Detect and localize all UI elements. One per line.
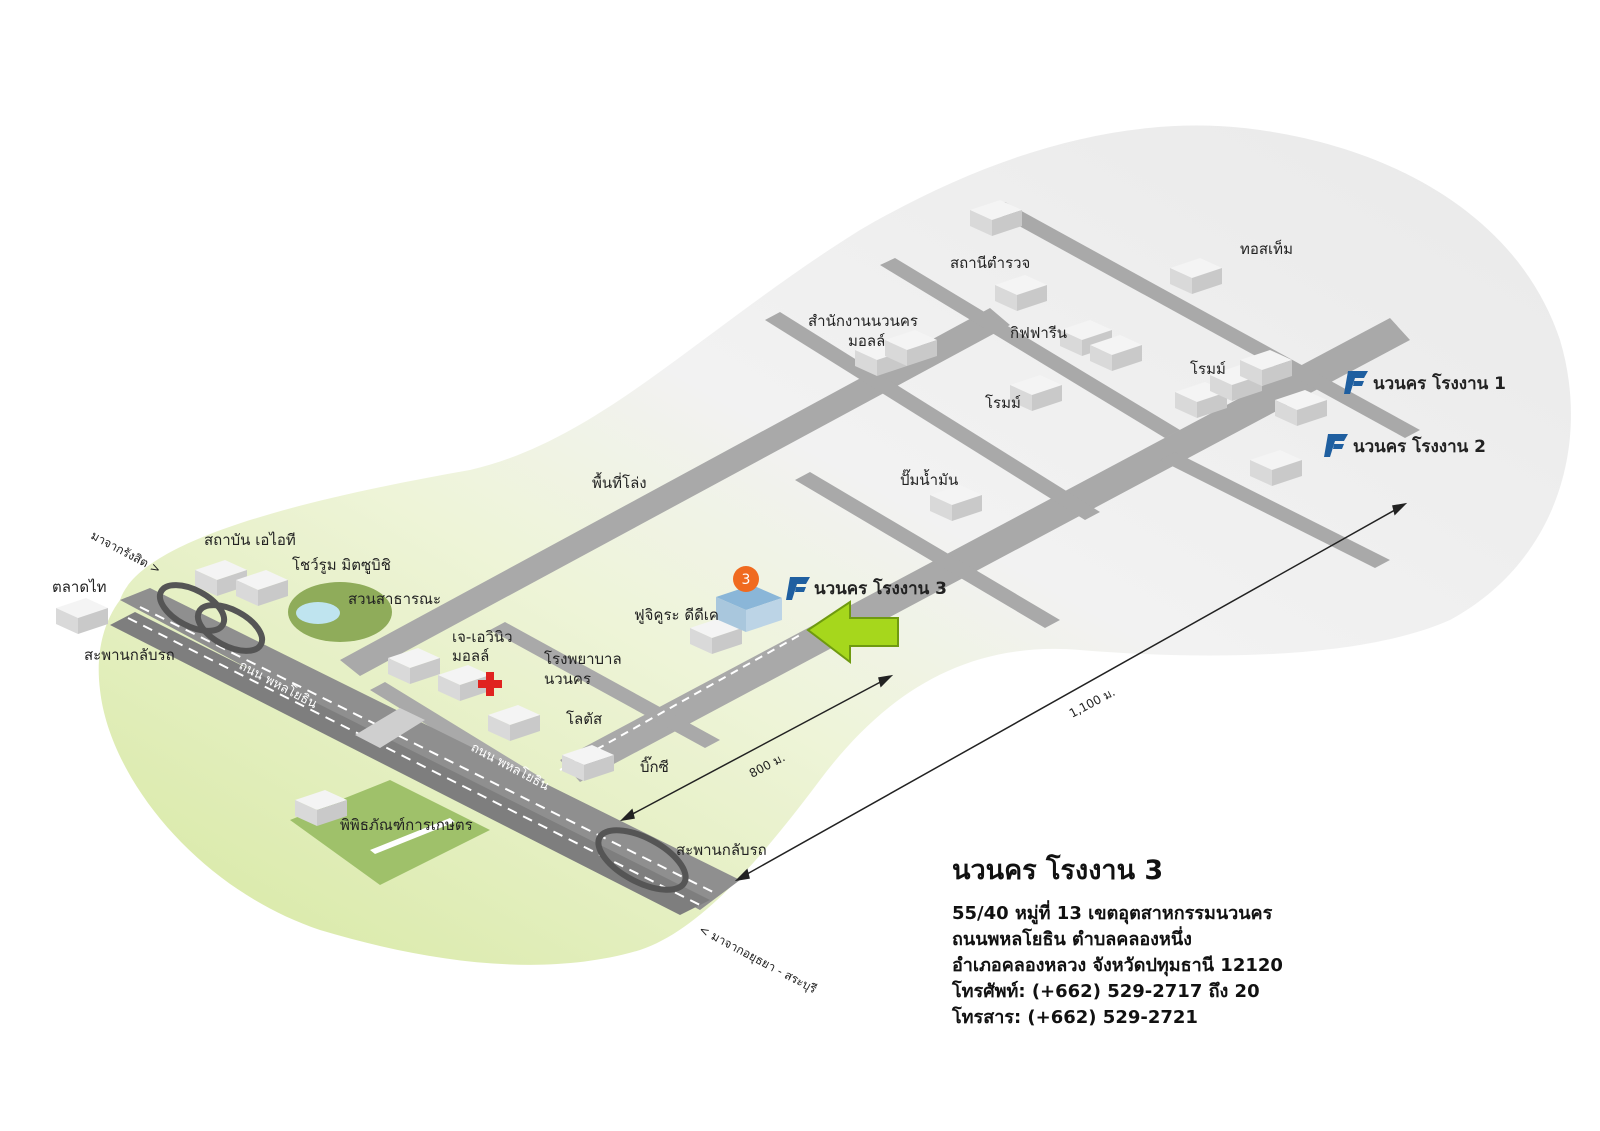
location-arrow-icon bbox=[806, 600, 899, 665]
agri-museum-strip bbox=[370, 818, 455, 854]
overpass bbox=[355, 708, 425, 748]
label-lotus: โลตัส bbox=[566, 710, 602, 728]
label-office-2: มอลล์ bbox=[848, 332, 885, 350]
uturn-loops bbox=[156, 582, 689, 893]
public-park bbox=[288, 582, 392, 642]
label-gas-station: ปั๊มน้ำมัน bbox=[900, 469, 958, 489]
label-hospital-1: โรงพยาบาล bbox=[544, 650, 622, 668]
marker-number: 3 bbox=[742, 572, 751, 588]
label-uturn-1: สะพานกลับรถ bbox=[84, 646, 175, 664]
label-j-avenue-1: เจ-เอวินิว bbox=[452, 628, 513, 646]
label-police: สถานีตำรวจ bbox=[950, 254, 1030, 272]
label-factory-1: นวนคร โรงงาน 1 bbox=[1373, 373, 1506, 394]
factory-logo-icon bbox=[786, 371, 1368, 600]
address-title: นวนคร โรงงาน 3 bbox=[952, 855, 1164, 886]
label-agri-museum: พิพิธภัณฑ์การเกษตร bbox=[340, 816, 473, 834]
factory-3-marker: 3 bbox=[733, 566, 759, 592]
label-hospital-2: นวนคร bbox=[544, 670, 591, 688]
label-bigc: บิ๊กซี bbox=[640, 756, 669, 776]
label-ait: สถาบัน เอไอที bbox=[204, 531, 296, 549]
address-line-2: ถนนพหลโยธิน ตำบลคลองหนึ่ง bbox=[952, 929, 1192, 950]
label-uturn-2: สะพานกลับรถ bbox=[676, 841, 767, 859]
label-factory-2: นวนคร โรงงาน 2 bbox=[1353, 436, 1486, 457]
label-tostem: ทอสเท็ม bbox=[1240, 239, 1293, 258]
park-pond bbox=[296, 602, 340, 624]
hospital-cross-icon bbox=[478, 672, 502, 696]
label-factory-3: นวนคร โรงงาน 3 bbox=[814, 578, 947, 599]
phone-line: โทรศัพท์: (+662) 529-2717 ถึง 20 bbox=[952, 981, 1260, 1002]
label-office-1: สำนักงานนวนคร bbox=[808, 312, 918, 330]
label-public-park: สวนสาธารณะ bbox=[348, 590, 441, 608]
distance-arrows bbox=[619, 502, 1408, 882]
label-j-avenue-2: มอลล์ bbox=[452, 647, 489, 665]
factory-3-building bbox=[716, 585, 782, 632]
label-giffarine: กิฟฟารีน bbox=[1010, 324, 1067, 342]
label-fujikura: ฟูจิคูระ ดีดีเค bbox=[634, 606, 719, 624]
address-line-3: อำเภอคลองหลวง จังหวัดปทุมธานี 12120 bbox=[952, 955, 1283, 976]
address-line-1: 55/40 หมู่ที่ 13 เขตอุตสาหกรรมนวนคร bbox=[952, 903, 1273, 924]
label-from-ayutthaya: < มาจากอยุธยา - สระบุรี bbox=[696, 922, 819, 997]
label-rohm-1: โรมม์ bbox=[1190, 360, 1226, 378]
label-mitsubishi: โชว์รูม มิตซูบิชิ bbox=[292, 556, 391, 574]
label-talad-thai: ตลาดไท bbox=[52, 578, 107, 596]
label-open-area: พื้นที่โล่ง bbox=[592, 472, 647, 492]
address-block: นวนคร โรงงาน 3 55/40 หมู่ที่ 13 เขตอุตสา… bbox=[952, 848, 1283, 1031]
secondary-roads bbox=[340, 202, 1420, 788]
label-from-rangsit: มาจากรังสิต > bbox=[89, 528, 164, 577]
fax-line: โทรสาร: (+662) 529-2721 bbox=[952, 1007, 1198, 1028]
label-rohm-2: โรมม์ bbox=[985, 394, 1021, 412]
factory-3-route bbox=[559, 634, 801, 771]
